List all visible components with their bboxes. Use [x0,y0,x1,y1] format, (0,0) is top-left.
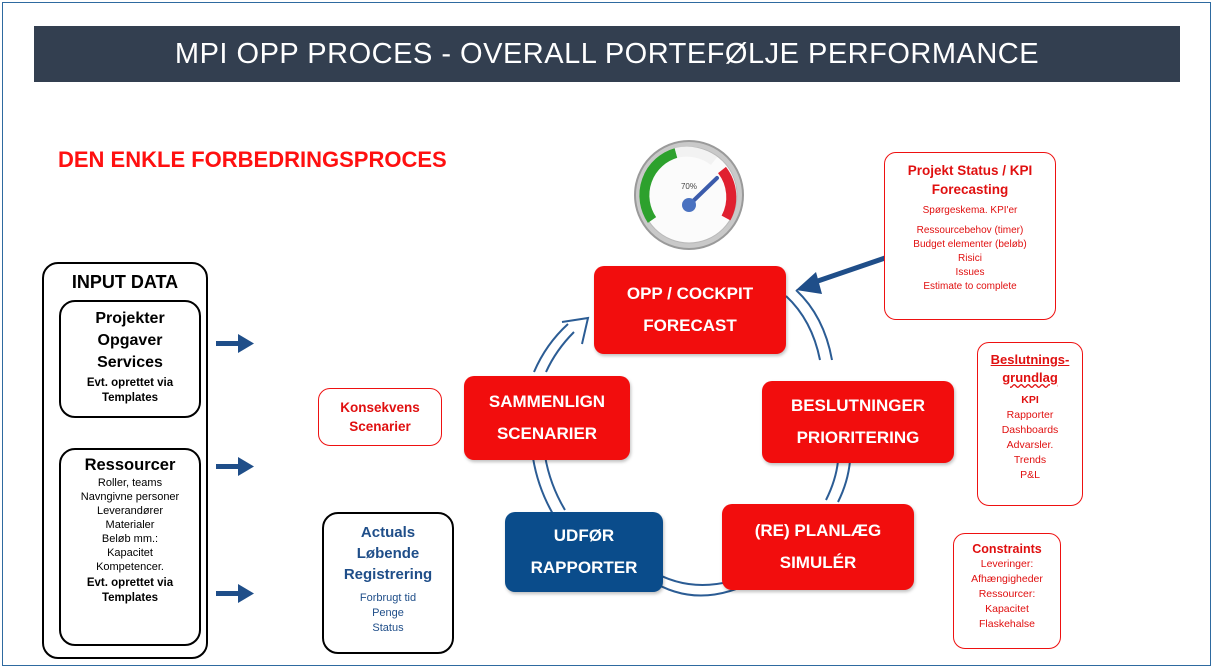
projekt-status-item: Budget elementer (beløb) [913,239,1027,250]
planlaeg-box: (RE) PLANLÆG SIMULÉR [722,504,914,590]
page-title: MPI OPP PROCES - OVERALL PORTEFØLJE PERF… [174,37,1040,70]
ressource-item: Roller, teams [97,477,163,489]
actuals-title-1: Actuals [360,524,416,541]
grundlag-item: Dashboards [1001,424,1059,436]
projekter-note: Evt. oprettet via [86,377,174,389]
gauge-icon [634,140,744,250]
grundlag-item: P&L [1020,469,1040,481]
projekt-status-item: Risici [958,253,982,264]
grundlag-item: Trends [1013,454,1047,466]
konsekvens-line-2: Scenarier [349,419,411,434]
ressourcer-heading: Ressourcer [84,456,176,474]
beslutninger-box: BESLUTNINGER PRIORITERING [762,381,954,463]
actuals-item: Forbrugt tid [359,592,417,604]
projekter-line: Projekter [95,310,165,327]
actuals-title-2: Løbende [356,545,420,562]
beslutninger-line-2: PRIORITERING [796,428,920,447]
projekt-status-item: Spørgeskema. KPI'er [922,205,1018,216]
actuals-title-3: Registrering [343,566,433,583]
projekt-status-item: Estimate to complete [923,281,1017,292]
subtitle: DEN ENKLE FORBEDRINGSPROCES [58,147,447,172]
konsekvens-line-1: Konsekvens [340,400,420,415]
constraints-title: Constraints [972,542,1042,556]
constraint-item: Flaskehalse [978,618,1036,630]
constraints-box: Constraints Leveringer: Afhængigheder Re… [953,533,1061,649]
ressource-item: Kapacitet [107,547,153,559]
beslutningsgrundlag-title-2: grundlag [1002,370,1058,385]
projekter-note-2: Templates [101,392,159,404]
services-line: Services [97,354,163,371]
grundlag-item: Advarsler. [1006,439,1054,451]
konsekvens-box: Konsekvens Scenarier [318,388,442,446]
planlaeg-line-2: SIMULÉR [779,553,857,572]
projekt-status-box: Projekt Status / KPI Forecasting Spørges… [884,152,1056,320]
projekt-status-title-2: Forecasting [931,182,1009,197]
grundlag-item: KPI [1021,394,1039,406]
ressource-item: Navngivne personer [80,491,180,503]
beslutninger-line-1: BESLUTNINGER [790,396,926,415]
sammenlign-line-2: SCENARIER [496,424,598,443]
page-title-banner: MPI OPP PROCES - OVERALL PORTEFØLJE PERF… [34,26,1180,82]
constraint-item: Kapacitet [985,603,1029,615]
actuals-item: Penge [372,607,404,619]
grundlag-item: Rapporter [1006,409,1054,421]
ressource-item: Leverandører [96,505,164,517]
projekt-status-item: Ressourcebehov (timer) [916,225,1024,236]
cockpit-line-1: OPP / COCKPIT [626,284,754,303]
actuals-box: Actuals Løbende Registrering Forbrugt ti… [322,512,454,654]
sammenlign-line-1: SAMMENLIGN [488,392,606,411]
sammenlign-box: SAMMENLIGN SCENARIER [464,376,630,460]
beslutningsgrundlag-title-1: Beslutnings- [990,352,1070,367]
ressourcer-note-2: Templates [101,592,159,604]
ressource-item: Beløb mm.: [101,533,159,545]
ressource-item: Kompetencer. [96,561,164,573]
gauge-value-label: 70% [680,182,697,191]
projekt-status-title-1: Projekt Status / KPI [907,163,1033,178]
planlaeg-line-1: (RE) PLANLÆG [754,521,882,540]
udfoer-line-2: RAPPORTER [530,558,638,577]
projekter-box: Projekter Opgaver Services Evt. oprettet… [59,300,201,418]
input-data-heading: INPUT DATA [71,272,179,292]
udfoer-line-1: UDFØR [553,526,615,545]
actuals-item: Status [372,622,404,634]
ressource-item: Materialer [105,519,155,531]
arrow-icon [796,255,886,294]
ressourcer-box: Ressourcer Roller, teams Navngivne perso… [59,448,201,646]
udfoer-box: UDFØR RAPPORTER [505,512,663,592]
constraint-item: Afhængigheder [971,573,1043,585]
beslutningsgrundlag-box: Beslutnings- grundlag KPI Rapporter Dash… [977,342,1083,506]
constraint-item: Leveringer: [980,558,1034,570]
ressourcer-note: Evt. oprettet via [86,577,174,589]
projekt-status-item: Issues [955,267,985,278]
cockpit-forecast-box: OPP / COCKPIT FORECAST [594,266,786,354]
cockpit-line-2: FORECAST [643,316,737,335]
opgaver-line: Opgaver [97,332,163,349]
constraint-item: Ressourcer: [978,588,1036,600]
input-data-box: INPUT DATA Projekter Opgaver Services Ev… [42,262,208,659]
